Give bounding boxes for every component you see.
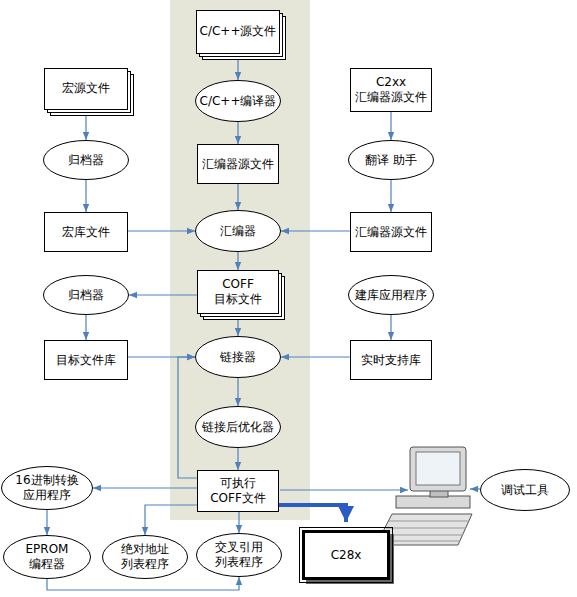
- debug-to-computer-line: [470, 488, 480, 489]
- tool-ellipse: 链接后优化器: [195, 406, 281, 448]
- node-label: 宏源文件: [62, 81, 110, 96]
- toolchain-band: [170, 0, 310, 520]
- file-box: 汇编器源文件: [350, 212, 432, 252]
- computer-base: [396, 496, 470, 508]
- tool-ellipse: 建库应用程序: [348, 275, 434, 315]
- file-box: C2xx 汇编器源文件: [350, 68, 432, 112]
- node-label: COFF 目标文件: [200, 277, 276, 307]
- node-label: 归档器: [68, 153, 104, 168]
- flow-arrow: [237, 320, 238, 336]
- node-label: 汇编器源文件: [202, 157, 274, 172]
- flow-arrow: [178, 357, 197, 478]
- stack-sheet: [198, 271, 279, 314]
- ellipse-shape: [2, 467, 93, 510]
- ellipse-shape: [196, 81, 281, 122]
- flow-arrow: [128, 230, 195, 231]
- node-label: C/C++编译器: [200, 94, 277, 109]
- flow-arrow: [237, 252, 238, 270]
- node-label: 翻译 助手: [365, 153, 417, 168]
- node-label: EPROM 编程器: [8, 542, 86, 572]
- monitor-screen: [416, 452, 460, 485]
- flow-arrow: [85, 315, 86, 340]
- node-label: 调试工具: [501, 483, 549, 498]
- flow-arrow: [237, 60, 238, 80]
- source-file-stack: C/C++源文件: [196, 10, 286, 60]
- keyboard-keys: [380, 521, 469, 541]
- file-box: 宏库文件: [44, 212, 128, 252]
- node-label: 链接后优化器: [202, 420, 274, 435]
- node-label: C2xx 汇编器源文件: [354, 75, 428, 105]
- ellipse-shape: [196, 337, 281, 378]
- node-label: 实时支持库: [361, 353, 421, 368]
- flow-arrow: [129, 294, 197, 295]
- ellipse-shape: [196, 211, 281, 252]
- tool-ellipse: C/C++编译器: [195, 80, 281, 122]
- flow-arrow: [85, 180, 86, 212]
- ellipse-shape: [44, 276, 129, 315]
- target-arrow: [279, 505, 346, 522]
- flow-arrow: [390, 315, 391, 340]
- object-file-stack: COFF 目标文件: [197, 270, 285, 320]
- ellipse-shape: [4, 536, 91, 579]
- flow-arrow: [281, 356, 350, 357]
- flow-arrow: [93, 487, 197, 488]
- tool-ellipse: 归档器: [43, 275, 129, 315]
- node-label: 绝对地址 列表程序: [107, 542, 183, 572]
- flow-arrow: [128, 356, 195, 357]
- tool-ellipse: 汇编器: [195, 210, 281, 252]
- flow-arrow: [281, 230, 350, 231]
- ellipse-shape: [197, 534, 282, 577]
- node-label: 归档器: [68, 288, 104, 303]
- computer-icon: [376, 447, 472, 545]
- ellipse-shape: [44, 141, 129, 180]
- ellipse-shape: [349, 141, 434, 180]
- file-box: 目标文件库: [44, 340, 128, 380]
- stack-sheet: [197, 11, 280, 54]
- node-label: 交叉引用 列表程序: [201, 540, 277, 570]
- file-box: 可执行 COFF文件: [197, 470, 279, 512]
- flow-arrow: [145, 505, 197, 535]
- tool-ellipse: 翻译 助手: [348, 140, 434, 180]
- node-label: 目标文件库: [56, 353, 116, 368]
- ellipse-shape: [481, 470, 570, 511]
- flow-arrow: [237, 378, 238, 406]
- tool-ellipse: 链接器: [195, 336, 281, 378]
- node-label: 汇编器: [220, 224, 256, 239]
- flow-arrow: [237, 184, 238, 210]
- tool-ellipse: 交叉引用 列表程序: [196, 533, 282, 577]
- node-label: 链接器: [220, 350, 256, 365]
- node-label: 汇编器源文件: [355, 225, 427, 240]
- ellipse-shape: [196, 407, 281, 448]
- stack-sheet: [45, 69, 128, 110]
- flow-arrow: [85, 116, 86, 140]
- tool-ellipse: EPROM 编程器: [3, 535, 91, 579]
- tool-ellipse: 归档器: [43, 140, 129, 180]
- tool-ellipse: 调试工具: [480, 469, 570, 511]
- flow-arrow: [390, 180, 391, 212]
- node-label: C28x: [331, 548, 362, 563]
- node-label: 宏库文件: [62, 225, 110, 240]
- ellipse-shape: [349, 276, 434, 315]
- keyboard: [376, 514, 472, 545]
- file-box: 汇编器源文件: [197, 144, 279, 184]
- flow-arrow: [390, 112, 391, 140]
- node-label: C/C++源文件: [200, 24, 277, 39]
- flow-arrow: [237, 448, 238, 470]
- flow-arrow: [238, 512, 239, 533]
- flow-arrow: [46, 510, 47, 535]
- flow-arrow: [237, 122, 238, 144]
- file-box: 实时支持库: [350, 340, 432, 380]
- target-box: C28x: [302, 530, 390, 580]
- node-label: 建库应用程序: [355, 288, 427, 303]
- monitor-frame: [410, 447, 466, 491]
- node-label: 可执行 COFF文件: [201, 476, 275, 506]
- tool-ellipse: 绝对地址 列表程序: [102, 535, 188, 579]
- to-computer-line: [280, 489, 408, 490]
- source-file-stack: 宏源文件: [44, 68, 134, 116]
- node-label: 16进制转换 应用程序: [6, 473, 88, 503]
- ellipse-shape: [103, 536, 188, 579]
- tool-ellipse: 16进制转换 应用程序: [1, 466, 93, 510]
